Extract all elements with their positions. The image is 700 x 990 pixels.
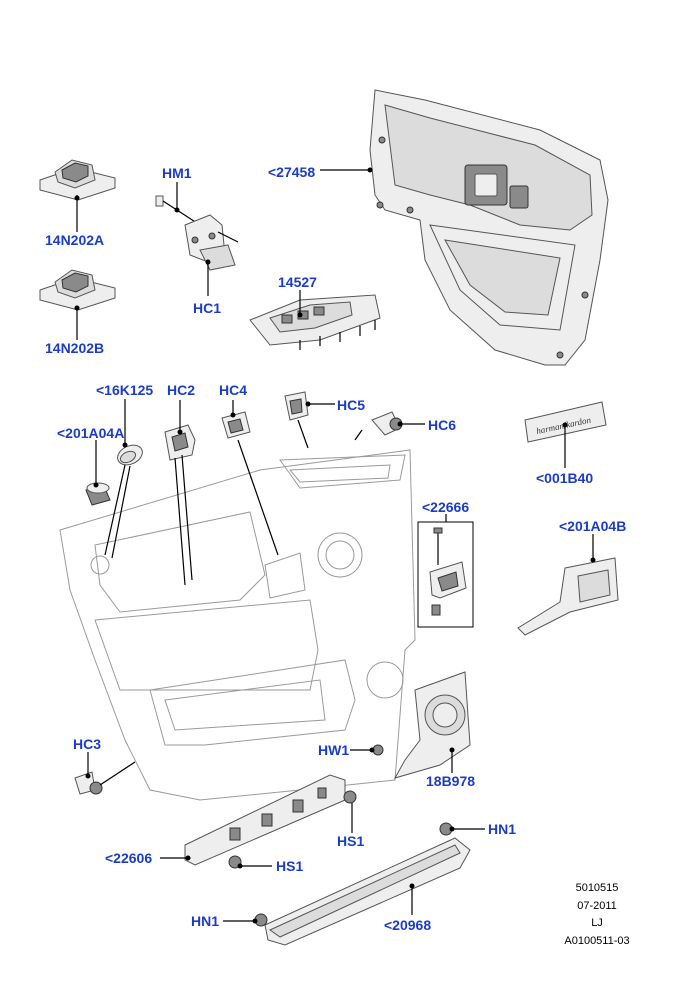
ref-line-1: 5010515 xyxy=(576,882,619,894)
label-HN1-a: HN1 xyxy=(488,821,516,837)
label-HC4: HC4 xyxy=(219,382,247,398)
sill-trim-20968 xyxy=(264,837,471,946)
leader-lines xyxy=(74,167,596,924)
label-001B40: <001B40 xyxy=(536,470,593,486)
label-HW1: HW1 xyxy=(318,742,349,758)
ref-line-2: 07-2011 xyxy=(577,900,617,912)
label-HC1: HC1 xyxy=(193,300,221,316)
bracket-201A04B xyxy=(517,557,619,636)
label-22606: <22606 xyxy=(105,850,152,866)
screw-hm1-bracket-hc1 xyxy=(155,195,239,271)
label-14N202A: 14N202A xyxy=(45,232,104,248)
label-22666: <22666 xyxy=(422,499,469,515)
label-HS1-b: HS1 xyxy=(276,858,303,874)
label-18B978: 18B978 xyxy=(426,773,475,789)
label-16K125: <16K125 xyxy=(96,382,153,398)
switch-bezel-14527 xyxy=(249,294,381,350)
screw-hs1-a xyxy=(343,790,357,815)
ref-line-4: A0100511-03 xyxy=(564,935,629,947)
clip-14N202B xyxy=(39,269,116,311)
label-HC2: HC2 xyxy=(167,382,195,398)
callout-labels: 14N202A 14N202B HM1 HC1 <27458 14527 <16… xyxy=(45,164,626,933)
label-HS1-a: HS1 xyxy=(337,833,364,849)
label-14N202B: 14N202B xyxy=(45,340,104,356)
door-trim-panel xyxy=(59,449,416,801)
label-20968: <20968 xyxy=(384,917,431,933)
label-201A04A: <201A04A xyxy=(57,425,124,441)
cover-16K125 xyxy=(117,444,143,466)
speaker-trim-18B978 xyxy=(393,671,471,779)
ref-line-3: LJ xyxy=(591,917,603,929)
label-201A04B: <201A04B xyxy=(559,518,626,534)
label-HC6: HC6 xyxy=(428,417,456,433)
label-HC3: HC3 xyxy=(73,736,101,752)
label-HC5: HC5 xyxy=(337,397,365,413)
label-HN1-b: HN1 xyxy=(191,913,219,929)
trim-strip-22606 xyxy=(184,774,346,866)
drawing-reference: 5010515 07-2011 LJ A0100511-03 xyxy=(564,882,629,947)
clip-hc6 xyxy=(371,411,403,436)
clip-hc5 xyxy=(284,391,309,421)
label-14527: 14527 xyxy=(278,274,317,290)
label-27458: <27458 xyxy=(268,164,315,180)
handle-22666 xyxy=(417,521,474,628)
clip-14N202A xyxy=(39,159,116,201)
fastener-hc3 xyxy=(74,761,136,795)
label-HM1: HM1 xyxy=(162,165,192,181)
clip-201A04A xyxy=(85,482,111,506)
inner-door-panel-27458 xyxy=(369,89,609,366)
clip-hc4 xyxy=(221,411,251,439)
